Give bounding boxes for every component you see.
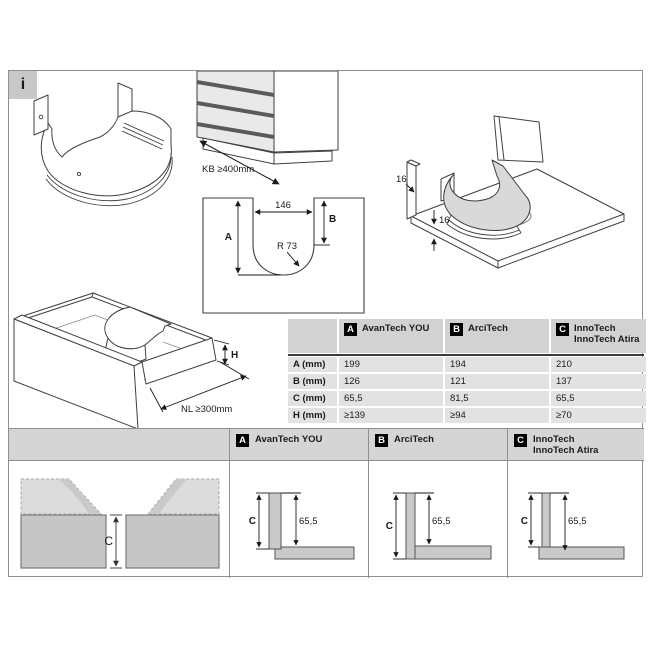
header-avantech-label: AvanTech YOU bbox=[362, 323, 430, 334]
row-label: B (mm) bbox=[288, 374, 337, 389]
cell-value: 194 bbox=[445, 357, 549, 372]
profile-c-label: C bbox=[249, 516, 256, 527]
bottom-thickness-label: 16 bbox=[439, 215, 450, 226]
table-row: H (mm) ≥139 ≥94 ≥70 bbox=[288, 408, 646, 423]
badge-a: A bbox=[344, 323, 357, 336]
siphon-bracket-drawing bbox=[33, 82, 173, 207]
spec-table: A AvanTech YOU B ArciTech C InnoTech Inn… bbox=[288, 319, 646, 425]
badge-b: B bbox=[450, 323, 463, 336]
header-innotech: C InnoTech InnoTech Atira bbox=[551, 319, 646, 353]
cell-value: 81,5 bbox=[445, 391, 549, 406]
spec-table-header: A AvanTech YOU B ArciTech C InnoTech Inn… bbox=[288, 319, 646, 353]
band-arcitech: B ArciTech bbox=[368, 429, 507, 460]
back-panel-profile bbox=[541, 492, 551, 548]
cabinet-side-panel bbox=[273, 71, 339, 153]
panel-divider bbox=[507, 428, 508, 578]
band-empty-cell bbox=[9, 429, 229, 460]
header-empty-cell bbox=[288, 319, 337, 353]
back-panel-profile bbox=[405, 492, 416, 560]
cell-value: ≥139 bbox=[339, 408, 443, 423]
band-innotech: C InnoTech InnoTech Atira bbox=[507, 429, 644, 460]
table-row: C (mm) 65,5 81,5 65,5 bbox=[288, 391, 646, 406]
cell-value: 121 bbox=[445, 374, 549, 389]
cell-value: 126 bbox=[339, 374, 443, 389]
profile-panel-arcitech: C 65,5 bbox=[386, 492, 492, 560]
back-panel-cut-right bbox=[146, 478, 220, 515]
cutout-a-label: A bbox=[225, 232, 232, 243]
drawer-drawing: H NL ≥300mm bbox=[13, 292, 250, 430]
cell-value: 210 bbox=[551, 357, 646, 372]
profile-panel-innotech: C 65,5 bbox=[521, 492, 625, 560]
back-panel-right bbox=[493, 115, 544, 163]
cell-value: ≥94 bbox=[445, 408, 549, 423]
bottom-panel-profile bbox=[414, 545, 492, 560]
bottom-panel-profile bbox=[274, 546, 355, 560]
drawer-length-label: NL ≥300mm bbox=[181, 404, 232, 415]
header-innotech-label2: InnoTech Atira bbox=[574, 334, 640, 345]
table-rule bbox=[288, 354, 644, 356]
band-arcitech-label: ArciTech bbox=[394, 434, 434, 445]
cutout-b-label: B bbox=[329, 214, 336, 225]
instruction-page: i KB ≥400mm bbox=[8, 70, 646, 578]
cutout-radius-label: R 73 bbox=[277, 241, 297, 252]
profile-65-label: 65,5 bbox=[432, 516, 451, 527]
table-row: B (mm) 126 121 137 bbox=[288, 374, 646, 389]
table-row: A (mm) 199 194 210 bbox=[288, 357, 646, 372]
band-avantech: A AvanTech YOU bbox=[229, 429, 368, 460]
row-label: A (mm) bbox=[288, 357, 337, 372]
band-innotech-label: InnoTech bbox=[533, 434, 575, 445]
cell-value: ≥70 bbox=[551, 408, 646, 423]
profile-c-label: C bbox=[386, 521, 393, 532]
profile-c-label: C bbox=[521, 516, 528, 527]
badge-b: B bbox=[375, 434, 388, 447]
cell-value: 137 bbox=[551, 374, 646, 389]
drawer-left-wall bbox=[19, 292, 99, 320]
cell-value: 65,5 bbox=[551, 391, 646, 406]
cutout-width-label: 146 bbox=[275, 200, 291, 211]
row-label: C (mm) bbox=[288, 391, 337, 406]
header-arcitech-label: ArciTech bbox=[468, 323, 508, 334]
badge-a: A bbox=[236, 434, 249, 447]
drawer-right-wall bbox=[141, 337, 217, 385]
back-thickness-label: 16 bbox=[396, 174, 407, 185]
cross-section-c-label: C bbox=[104, 534, 113, 548]
row-label: H (mm) bbox=[288, 408, 337, 423]
drawer-height-label: H bbox=[231, 350, 238, 361]
drawer-cutout-bracket bbox=[104, 306, 172, 350]
panel-divider bbox=[229, 428, 230, 578]
bracket-band bbox=[40, 110, 172, 197]
cell-value: 65,5 bbox=[339, 391, 443, 406]
panel-divider bbox=[368, 428, 369, 578]
cross-section-panel: C bbox=[20, 478, 220, 569]
badge-c: C bbox=[514, 434, 527, 447]
side-panel-left bbox=[406, 161, 417, 220]
header-avantech: A AvanTech YOU bbox=[339, 319, 443, 353]
kb-dimension-label: KB ≥400mm bbox=[202, 164, 254, 175]
cabinet-drawing: KB ≥400mm bbox=[196, 71, 339, 185]
cutout-dimension-drawing: 146 A B R 73 bbox=[202, 197, 365, 314]
profile-65-label: 65,5 bbox=[568, 516, 587, 527]
profile-65-label: 65,5 bbox=[299, 516, 318, 527]
badge-c: C bbox=[556, 323, 569, 336]
system-header-band: A AvanTech YOU B ArciTech C InnoTech Inn… bbox=[9, 428, 644, 461]
mounting-drawing: 16 16 bbox=[396, 115, 625, 269]
header-innotech-label: InnoTech bbox=[574, 323, 616, 334]
profile-panel-avantech: C 65,5 bbox=[249, 492, 355, 560]
header-arcitech: B ArciTech bbox=[445, 319, 549, 353]
kb-dimension-line bbox=[199, 140, 280, 185]
band-innotech-label2: InnoTech Atira bbox=[533, 445, 599, 456]
panel-section-left bbox=[20, 514, 107, 569]
info-icon: i bbox=[9, 71, 37, 99]
panel-section-right bbox=[125, 514, 220, 569]
band-avantech-label: AvanTech YOU bbox=[255, 434, 323, 445]
bottom-panel-profile bbox=[538, 546, 625, 560]
cell-value: 199 bbox=[339, 357, 443, 372]
back-panel-profile bbox=[268, 492, 282, 550]
